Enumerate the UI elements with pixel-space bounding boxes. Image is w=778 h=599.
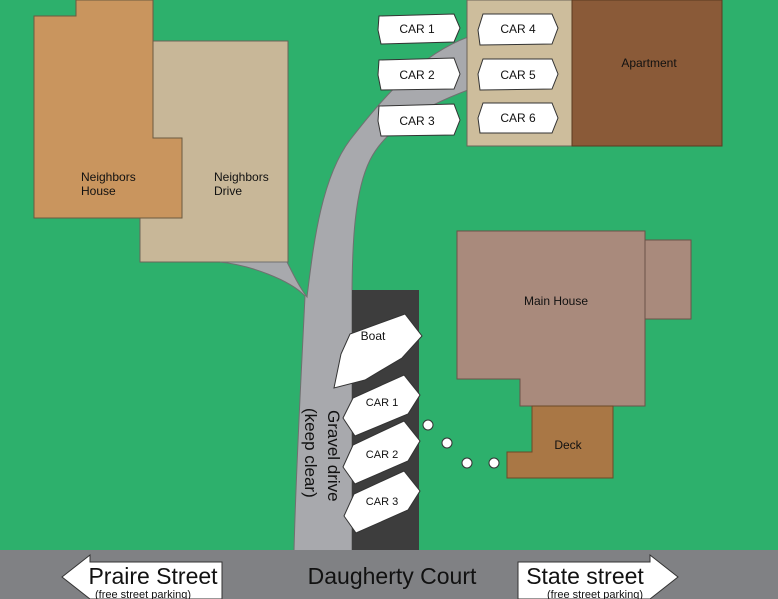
gravel-drive-label-1: Gravel drive [324,410,343,502]
deck [506,405,614,479]
apt-car-1 [377,13,461,45]
apt-car-5 [477,58,559,91]
boat-label: Boat [361,329,386,343]
right-street-sign [517,553,679,599]
drive-car-2 [342,420,421,485]
neighbors-drive-label-2: Drive [214,184,242,198]
right-street-name: State street [526,563,644,589]
apt-car-3-label: CAR 3 [399,114,435,128]
apt-car-6-label: CAR 6 [500,111,536,125]
gravel-drive [219,36,469,552]
drive-car-2-label: CAR 2 [366,449,398,461]
street-name: Daugherty Court [308,563,477,589]
neighbors-drive-label-1: Neighbors [214,170,269,184]
main-house-annex [644,239,692,320]
deck-label: Deck [554,438,582,452]
apt-car-6 [477,102,559,134]
drive-car-1-label: CAR 1 [366,397,398,409]
apt-car-4 [477,13,559,46]
apt-car-5-label: CAR 5 [500,68,536,82]
path-dot [422,419,434,431]
right-street-note: (free street parking) [547,589,643,599]
boat [333,313,423,389]
main-house-label: Main House [524,294,588,308]
apt-car-4-label: CAR 4 [500,22,536,36]
drive-car-3-label: CAR 3 [366,496,398,508]
path-dot [461,457,473,469]
apt-car-2 [377,57,461,91]
left-street-sign [61,553,223,599]
main-house [456,230,646,407]
left-street-name: Praire Street [88,563,218,589]
left-street-note: (free street parking) [95,589,191,599]
path-dot [488,457,500,469]
apartment [571,0,723,147]
gravel-drive-label-2: (keep clear) [301,408,320,498]
apt-car-1-label: CAR 1 [399,22,435,36]
drive-car-1 [342,374,421,437]
apartment-label: Apartment [621,56,677,70]
drive-car-3 [343,470,421,534]
apt-car-2-label: CAR 2 [399,68,435,82]
path-dot [441,437,453,449]
neighbors-house-label-1: Neighbors [81,170,136,184]
apt-car-3 [377,103,461,137]
neighbors-house [33,0,183,219]
neighbors-house-label-2: House [81,184,116,198]
